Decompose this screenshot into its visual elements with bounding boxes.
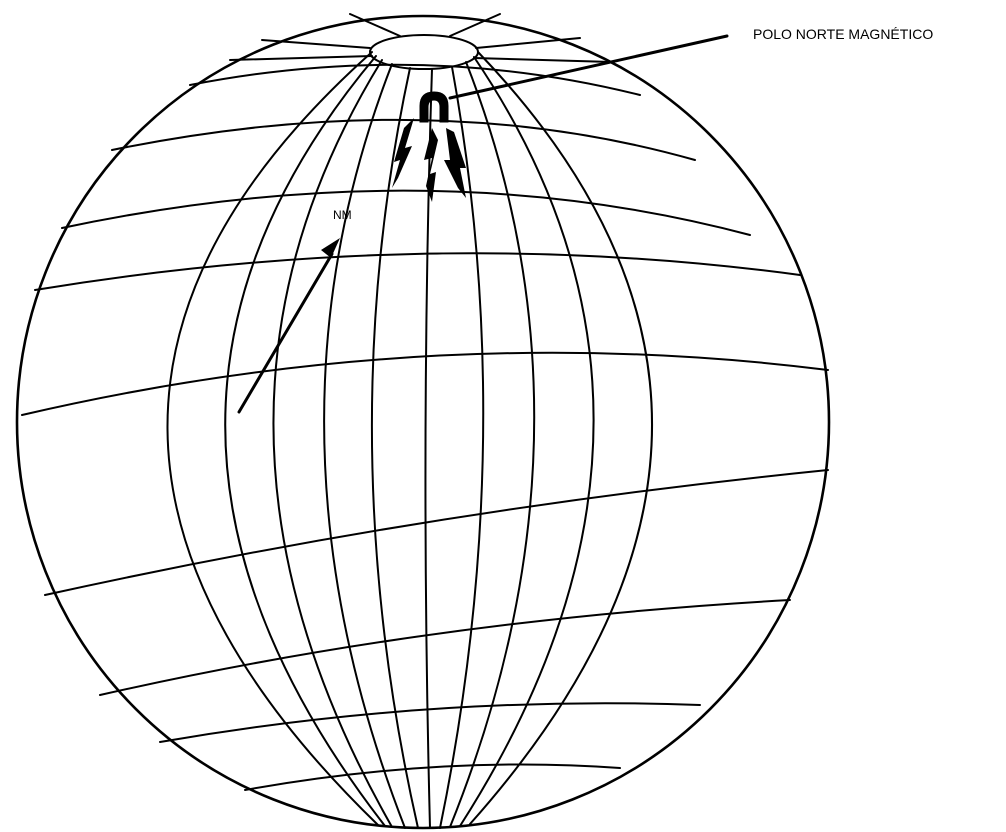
magnetic-pole-label: POLO NORTE MAGNÉTICO [753, 26, 933, 42]
latitude-line [160, 703, 700, 742]
latitude-line [45, 470, 828, 595]
latitude-line [62, 191, 750, 235]
nm-label: NM [333, 208, 352, 222]
longitude-line [450, 62, 534, 827]
nm-arrowhead [321, 238, 340, 258]
longitude-line [273, 60, 392, 827]
polar-radial-line [474, 58, 612, 62]
lightning-bolt-icon [392, 118, 414, 188]
latitude-line [245, 764, 620, 790]
polar-radial-line [230, 56, 372, 60]
latitude-line [35, 253, 800, 290]
horseshoe-magnet-icon [420, 92, 448, 122]
longitude-line [225, 56, 385, 826]
polar-radial-line [476, 38, 580, 48]
latitude-line [100, 600, 790, 695]
globe-outline [17, 16, 829, 828]
nm-arrow-shaft [239, 254, 332, 412]
longitude-line [470, 52, 652, 824]
